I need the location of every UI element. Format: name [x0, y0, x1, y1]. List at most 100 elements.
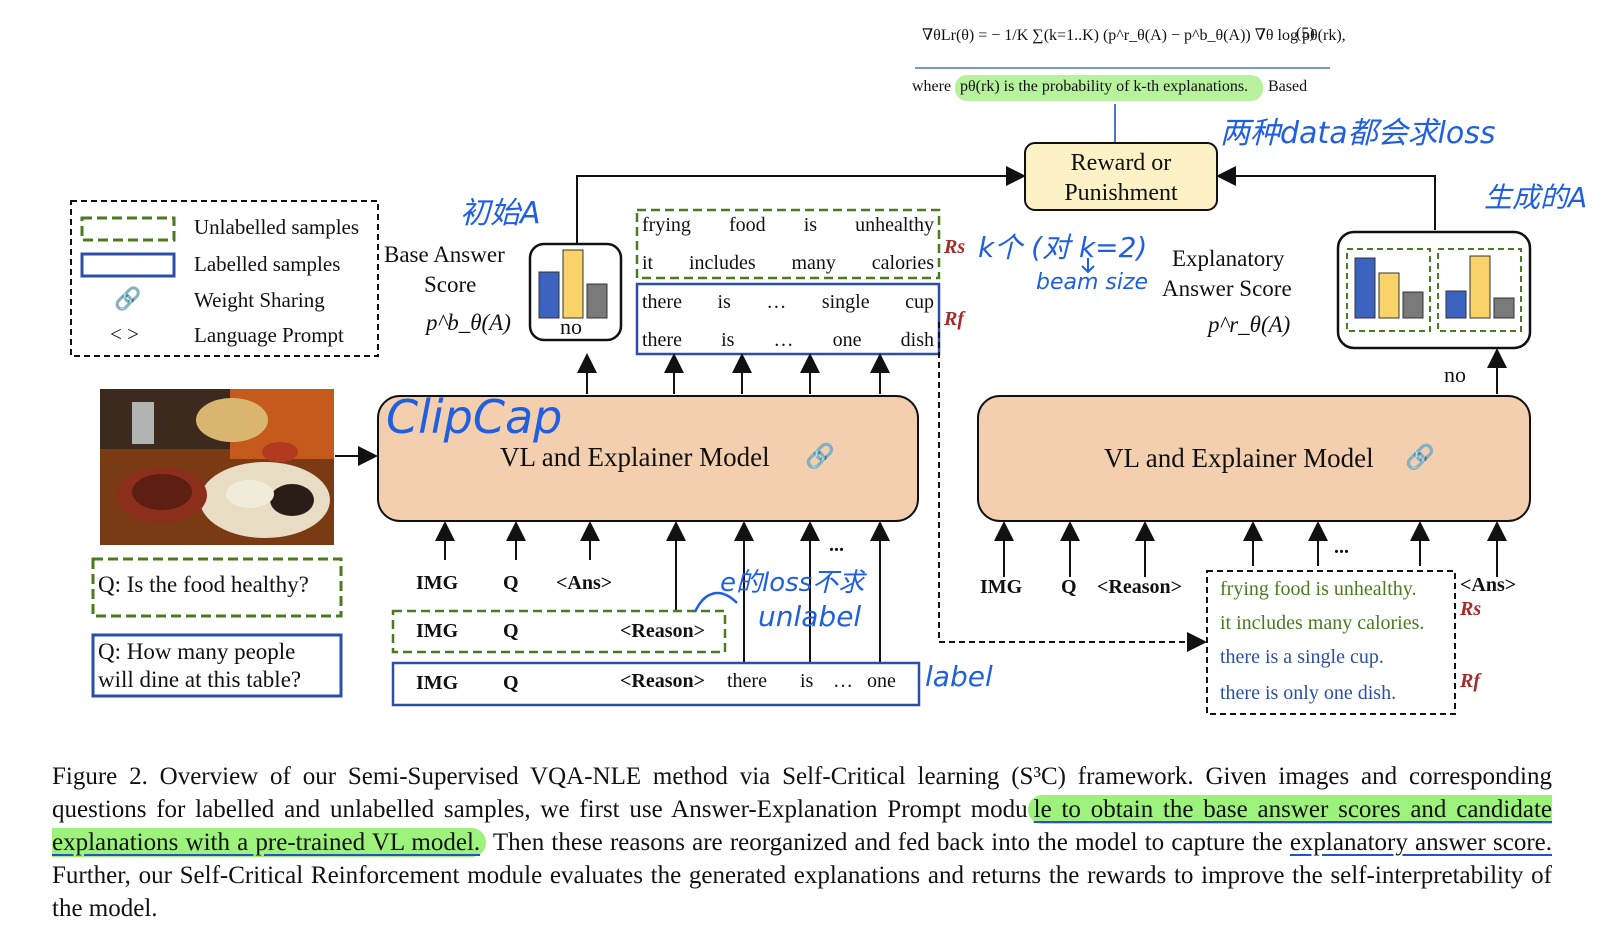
handwriting-clipcap: ClipCap	[386, 390, 563, 444]
explanatory-no-label: no	[1444, 362, 1466, 387]
base-bar-blue	[538, 271, 560, 319]
unlabelled-row-img: IMG	[416, 620, 459, 642]
r-input-img: IMG	[980, 576, 1023, 598]
question-labelled-2: will dine at this table?	[98, 667, 302, 692]
food-photo	[100, 389, 334, 545]
rs-label-right: Rs	[1460, 598, 1482, 620]
equation-highlight	[955, 75, 1263, 101]
caption-part2: Then these reasons are reorganized and f…	[486, 829, 1290, 856]
question-unlabelled-box	[91, 557, 343, 618]
explanatory-bars-group-1	[1346, 248, 1431, 332]
dashed-route-reasons	[938, 322, 1207, 652]
right-reasons-box	[1206, 570, 1456, 715]
legend-prompt-label: Language Prompt	[194, 323, 344, 347]
r-input-reason: <Reason>	[1097, 576, 1183, 598]
labelled-row-reason: <Reason>	[620, 670, 706, 692]
labelled-row-ellipsis: …	[833, 670, 853, 692]
question-labelled-box	[91, 633, 343, 698]
base-bar-label: no	[560, 314, 582, 339]
r-input-ans: <Ans>	[1460, 574, 1517, 596]
rf-label-left: Rf	[944, 308, 964, 330]
legend-labelled-label: Labelled samples	[194, 252, 341, 276]
figure-caption: Figure 2. Overview of our Semi-Supervise…	[52, 760, 1552, 925]
base-score-label-2: Score	[424, 272, 477, 297]
unlabelled-explanations-box	[635, 208, 941, 280]
handwriting-two-kinds: 两种data都会求loss	[1220, 116, 1496, 151]
base-score-formula: p^b_θ(A)	[426, 310, 511, 335]
r-input-dots: ...	[1334, 536, 1349, 558]
handwriting-generated-a: 生成的A	[1484, 181, 1588, 214]
reward-label-2: Punishment	[1064, 180, 1178, 206]
reward-label-1: Reward or	[1070, 150, 1172, 176]
left-model-label: VL and Explainer Model	[500, 442, 770, 472]
r-input-q: Q	[1061, 576, 1077, 598]
labelled-row-is: is	[800, 670, 814, 692]
handwriting-arrow-stroke	[693, 591, 738, 613]
equation-number: (5)	[1296, 25, 1315, 42]
r-reason-4: there is only one dish.	[1220, 682, 1397, 704]
input-dots: ...	[829, 534, 844, 556]
legend-weight-sharing-label: Weight Sharing	[194, 288, 325, 312]
handwriting-beam-size: beam size	[1036, 270, 1149, 295]
explanatory-bars-group-2	[1437, 248, 1522, 332]
right-model-chain-icon: 🔗	[1405, 445, 1435, 471]
base-score-label-1: Base Answer	[384, 242, 505, 267]
labelled-row-there: there	[727, 670, 767, 692]
equation-where-suffix: Based	[1268, 78, 1308, 95]
base-bar-yellow	[562, 249, 584, 319]
exp2-bar-yellow	[1469, 255, 1491, 319]
chain-link-icon: 🔗	[114, 286, 142, 311]
exp2-bar-gray	[1493, 297, 1515, 319]
base-bar-gray	[586, 283, 608, 319]
input-q: Q	[503, 572, 519, 594]
legend-box	[70, 200, 379, 357]
exp2-bar-blue	[1445, 290, 1467, 319]
legend-unlabelled-swatch	[80, 216, 176, 242]
caption-part1: Figure 2. Overview of our Semi-Supervise…	[52, 763, 1552, 823]
labelled-row-q: Q	[503, 672, 519, 694]
r-reason-3: there is a single cup.	[1220, 646, 1384, 668]
equation-formula: ∇θLr(θ) = − 1/K ∑(k=1..K) (p^r_θ(A) − p^…	[922, 27, 1346, 44]
handwriting-e-note: e的loss不求	[720, 568, 865, 598]
input-img: IMG	[416, 572, 459, 594]
equation-where: where	[912, 78, 952, 95]
exp1-bar-gray	[1402, 291, 1424, 319]
arrow-explanatory-to-reward	[1216, 166, 1436, 230]
r-reason-1: frying food is unhealthy.	[1220, 578, 1417, 600]
rs-label-left: Rs	[944, 236, 966, 258]
rf-label-right: Rf	[1460, 670, 1480, 692]
right-model-label: VL and Explainer Model	[1104, 443, 1374, 473]
exp1-bar-yellow	[1378, 272, 1400, 319]
left-model-chain-icon: 🔗	[805, 444, 835, 470]
input-ans: <Ans>	[556, 572, 613, 594]
handwriting-initial-a: 初始A	[460, 196, 541, 231]
handwriting-unlabel: unlabel	[758, 600, 862, 633]
question-labelled-1: Q: How many people	[98, 639, 296, 664]
legend-unlabelled-label: Unlabelled samples	[194, 215, 360, 239]
labelled-row-one: one	[867, 670, 896, 692]
legend-labelled-swatch	[80, 252, 176, 278]
legend-prompt-symbol: < >	[110, 322, 139, 346]
handwriting-k-note: k个 (对 k=2)	[978, 231, 1148, 264]
left-model-box	[377, 395, 919, 522]
explanatory-label-1: Explanatory	[1172, 246, 1285, 271]
exp1-bar-blue	[1354, 257, 1376, 319]
caption-underline: explanatory answer score.	[1289, 829, 1552, 856]
handwriting-down-arrow	[1081, 258, 1095, 274]
explanatory-label-2: Answer Score	[1162, 276, 1292, 301]
labelled-explanations-box	[635, 282, 941, 356]
r-reason-2: it includes many calories.	[1220, 612, 1425, 634]
explanatory-formula: p^r_θ(A)	[1208, 312, 1291, 337]
arrow-base-to-reward	[576, 166, 1026, 243]
unlabelled-input-row	[391, 609, 727, 654]
caption-part3: Further, our Self-Critical Reinforcement…	[52, 862, 1552, 922]
equation-where-highlight: pθ(rk) is the probability of k-th explan…	[960, 78, 1249, 95]
question-unlabelled: Q: Is the food healthy?	[98, 572, 309, 597]
unlabelled-row-q: Q	[503, 620, 519, 642]
handwriting-label: label	[925, 660, 993, 693]
